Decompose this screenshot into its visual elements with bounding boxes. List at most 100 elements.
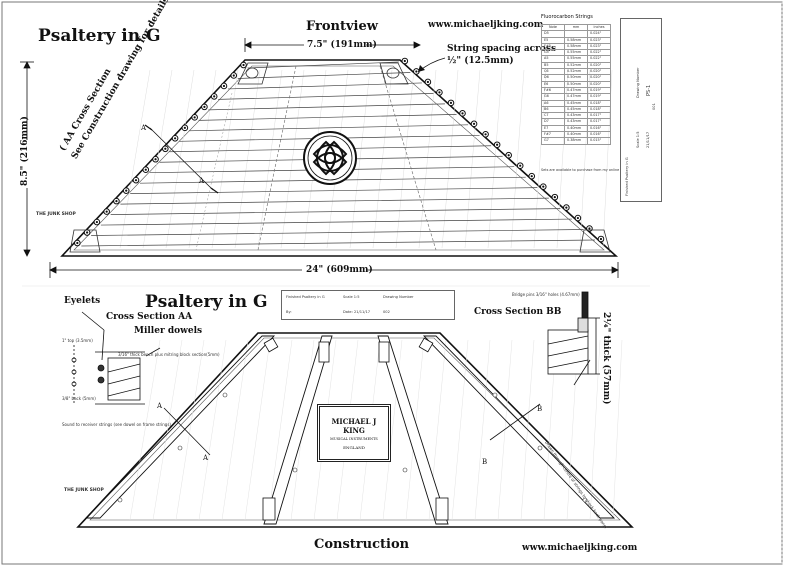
wood-grain: [165, 69, 195, 249]
wood-grain: [211, 69, 239, 249]
tuning-pin-hole: [438, 91, 441, 94]
tuning-pin-hole: [496, 143, 499, 146]
wood-grain: [395, 69, 415, 249]
cross-section-bb-detail: [547, 291, 600, 386]
string-line: [208, 103, 445, 111]
tuning-pin-hole: [403, 59, 406, 63]
string-line: [198, 114, 457, 121]
tuning-pin-hole: [105, 210, 108, 213]
string-spacing-label-1: String spacing across: [447, 44, 557, 54]
tuning-pin-hole: [232, 74, 235, 77]
tuning-pin-hole: [95, 220, 98, 224]
wood-grain: [221, 339, 249, 521]
rosette: [303, 131, 357, 185]
bb-note: Bridge pins 3/16" holes (4.67mm): [512, 292, 580, 297]
side-tb-date: 21/11/17: [646, 131, 650, 148]
side-tb-sheet: 001: [652, 103, 656, 110]
bottom-tb-scale: Scale 1:5: [343, 295, 360, 299]
dim-top: [244, 38, 421, 52]
top-title: Psaltery in G: [38, 26, 161, 46]
strings-table-cell: 0.023": [587, 36, 611, 44]
aa-footer-note: Sound to receiver strings (see dowel on …: [62, 422, 171, 427]
strings-table-cell: 0.020": [587, 68, 611, 76]
strings-table-cell: 0.022": [587, 55, 611, 63]
wood-grain: [188, 69, 217, 249]
string-line: [120, 197, 549, 205]
tuning-pin-hole: [519, 164, 522, 167]
section-marker-a-top-2: A: [199, 177, 205, 185]
side-tb-drawing-number: Drawing Number: [636, 67, 640, 98]
wood-grain: [474, 339, 491, 521]
section-marker-a-bottom-1: A: [157, 402, 163, 410]
wood-grain: [280, 69, 305, 249]
tuning-pin-hole: [76, 241, 79, 245]
strings-table-cell: 0.016": [587, 131, 611, 139]
back-small-note: 3/8" back (5mm): [62, 396, 96, 401]
dim-height-label: 8.5" (216mm): [20, 116, 30, 186]
side-tb-scale: Scale 1:5: [636, 131, 640, 148]
wood-grain: [464, 69, 481, 249]
wood-grain: [257, 69, 283, 249]
tuning-pin-hole: [461, 112, 464, 115]
cross-section-aa-label: Cross Section AA: [106, 312, 193, 322]
bottom-tb-sheet: 002: [383, 310, 390, 314]
badge-sub: MUSICAL INSTRUMENTS: [330, 437, 378, 441]
wood-grain: [372, 69, 393, 249]
wood-grain: [152, 339, 183, 521]
tuning-pin-hole: [484, 133, 487, 136]
string-line: [237, 72, 411, 79]
tuning-pin-hole: [449, 101, 453, 104]
wood-grain: [119, 69, 151, 249]
section-marker-a-top-1: A: [141, 124, 147, 132]
string-line: [218, 93, 434, 100]
strings-table-cell: 0.018": [587, 105, 611, 114]
strings-table-cell: 0.017": [587, 112, 611, 120]
cross-section-bb-label: Cross Section BB: [474, 307, 562, 317]
tuning-pin-hole: [553, 196, 556, 199]
bottom-title: Psaltery in G: [145, 292, 268, 312]
tuning-pin-hole: [115, 200, 118, 203]
string-line: [247, 61, 399, 69]
dim-height: [20, 61, 34, 257]
wood-grain: [198, 339, 227, 521]
strings-table-cell: 0.015": [587, 137, 611, 145]
section-marker-b-bottom-1: B: [482, 458, 488, 466]
strings-table-cell: 0.017": [587, 118, 611, 126]
brace-1: [263, 335, 333, 525]
string-line: [81, 239, 595, 247]
strings-table-footnote: Sets are available to purchase from my o…: [541, 168, 629, 172]
wood-grain: [129, 339, 161, 521]
strings-table-cell: 0.023": [587, 42, 611, 51]
section-marker-b-bottom-2: B: [537, 405, 543, 413]
dim-bottom-label: 24" (609mm): [306, 265, 373, 275]
bracket-note: 3/16" thick bench plus mitring block sec…: [118, 352, 220, 357]
wood-grain: [267, 339, 293, 521]
tuning-pin-hole: [164, 147, 167, 150]
tuning-pin-hole: [222, 84, 226, 88]
cross-section-aa-detail: [71, 311, 161, 405]
tuning-pin-hole: [415, 70, 418, 73]
tuning-pin-hole: [173, 137, 177, 140]
bottom-tb-drawing-number: Drawing Number: [383, 295, 414, 299]
tuning-pin-hole: [588, 227, 591, 230]
strings-table-cell: 0.024": [587, 30, 611, 38]
wood-grain: [418, 69, 437, 249]
string-line: [100, 218, 572, 226]
strings-table-cell: 0.019": [587, 86, 611, 95]
side-tb-product: Finished Psaltery in G: [625, 157, 629, 196]
tuning-pin-hole: [203, 105, 206, 108]
dim-bottom: [49, 262, 619, 278]
tuning-pin-hole: [599, 237, 603, 241]
frontview-drawing: [60, 57, 619, 257]
tuning-pin-hole: [530, 175, 533, 178]
